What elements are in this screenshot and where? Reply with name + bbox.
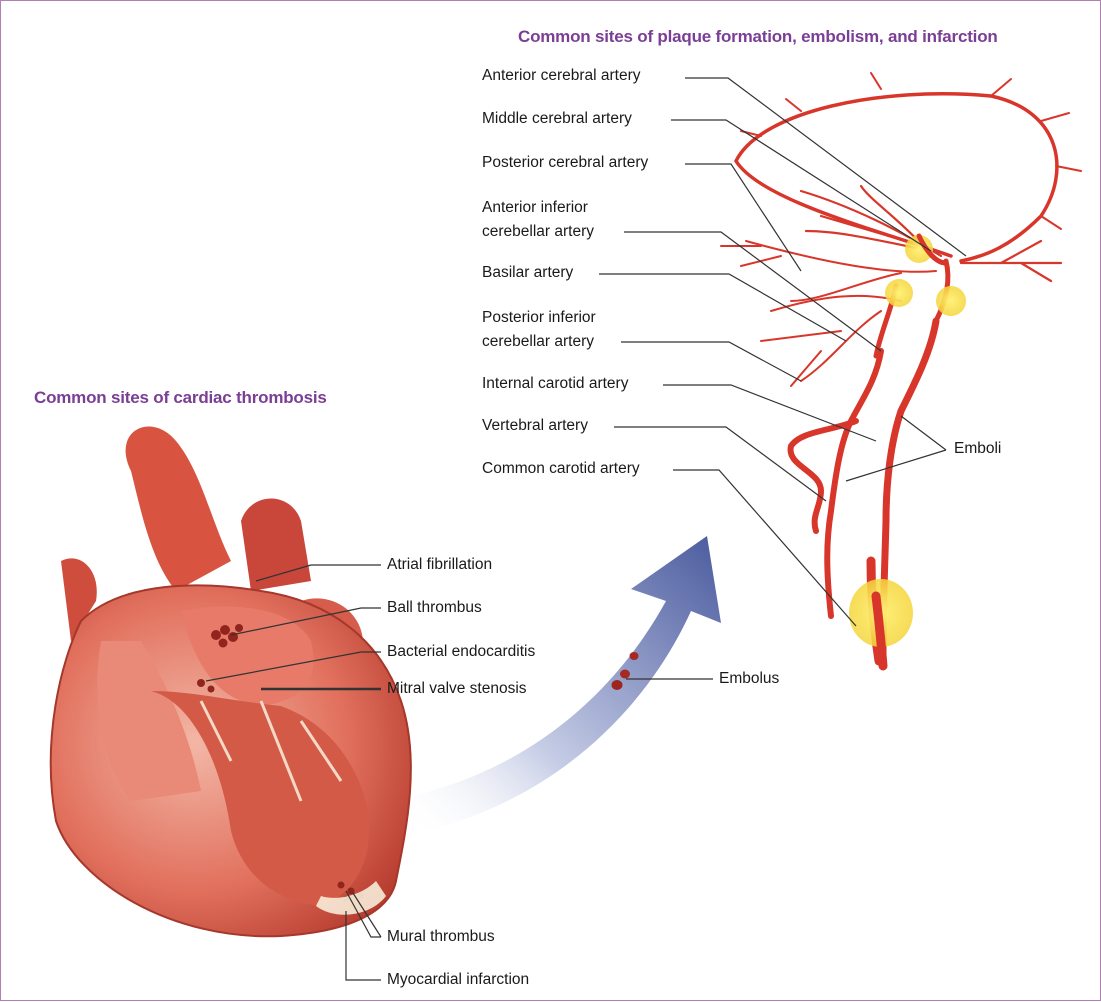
label-internal-carotid-artery: Internal carotid artery xyxy=(482,373,628,395)
label-emboli: Emboli xyxy=(954,438,1001,460)
label-posterior-inferior-line1: Posterior inferior xyxy=(482,306,596,330)
label-posterior-inferior-line2: cerebellar artery xyxy=(482,330,596,354)
label-mural-thrombus: Mural thrombus xyxy=(387,926,495,948)
label-bacterial-endocarditis: Bacterial endocarditis xyxy=(387,641,535,663)
label-mitral-valve-stenosis: Mitral valve stenosis xyxy=(387,678,527,700)
label-myocardial-infarction: Myocardial infarction xyxy=(387,969,529,991)
label-common-carotid-artery: Common carotid artery xyxy=(482,458,640,480)
artery-leader-lines xyxy=(599,78,966,626)
cardiac-title: Common sites of cardiac thrombosis xyxy=(34,388,327,408)
label-atrial-fibrillation: Atrial fibrillation xyxy=(387,554,492,576)
label-middle-cerebral-artery: Middle cerebral artery xyxy=(482,108,632,130)
label-posterior-cerebral-artery: Posterior cerebral artery xyxy=(482,152,648,174)
label-vertebral-artery: Vertebral artery xyxy=(482,415,588,437)
label-anterior-cerebral-artery: Anterior cerebral artery xyxy=(482,65,641,87)
arteries-title: Common sites of plaque formation, emboli… xyxy=(518,27,998,47)
label-basilar-artery: Basilar artery xyxy=(482,262,573,284)
label-posterior-inferior-cerebellar-artery: Posterior inferior cerebellar artery xyxy=(482,306,596,354)
heart-cutaway xyxy=(51,427,411,937)
label-anterior-inferior-cerebellar-artery: Anterior inferior cerebellar artery xyxy=(482,196,594,244)
label-anterior-inferior-line1: Anterior inferior xyxy=(482,196,594,220)
label-ball-thrombus: Ball thrombus xyxy=(387,597,482,619)
label-anterior-inferior-line2: cerebellar artery xyxy=(482,220,594,244)
label-embolus: Embolus xyxy=(719,668,779,690)
